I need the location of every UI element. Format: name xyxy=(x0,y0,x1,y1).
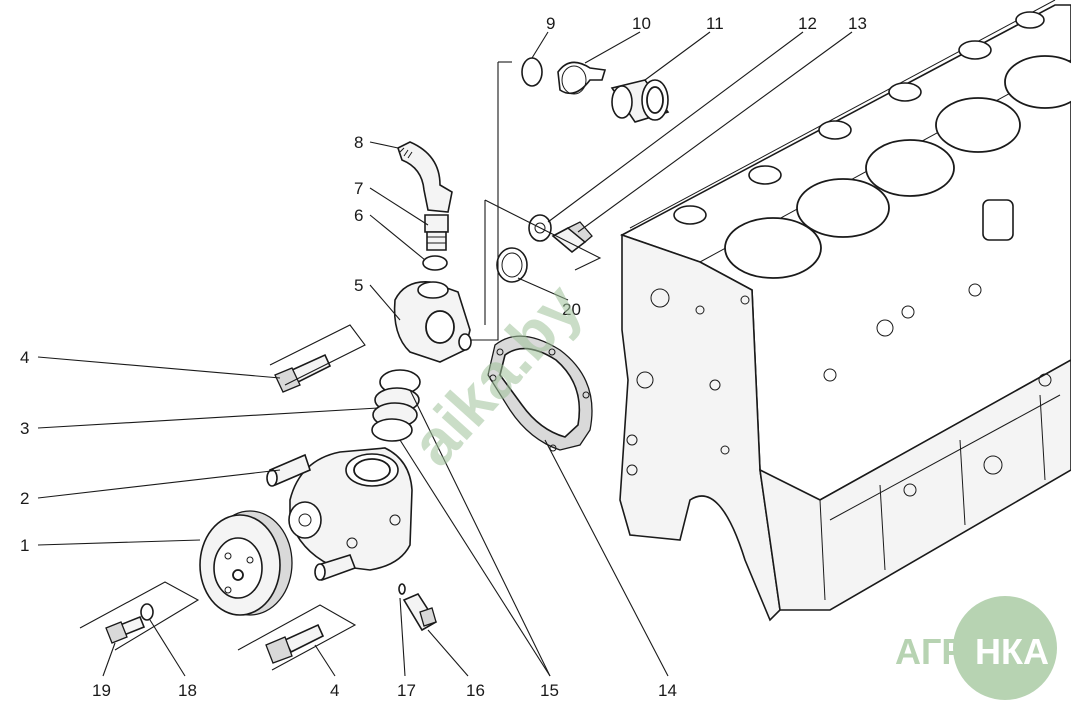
callout-3: 3 xyxy=(20,419,29,438)
callout-20: 20 xyxy=(562,300,581,319)
clamp-10 xyxy=(557,61,607,95)
pulley-1 xyxy=(199,510,293,616)
callout-17: 17 xyxy=(397,681,416,700)
callout-11: 11 xyxy=(706,14,724,33)
engine-block xyxy=(619,0,1071,622)
watermark-logo-right: НКА xyxy=(975,631,1049,672)
drain-cock-16 xyxy=(402,592,438,632)
o-ring-6 xyxy=(422,255,448,271)
callout-1: 1 xyxy=(20,536,29,555)
fitting-7 xyxy=(424,214,449,251)
callout-15: 15 xyxy=(540,681,559,700)
callout-12: 12 xyxy=(798,14,817,33)
callout-6: 6 xyxy=(354,206,363,225)
callout-8: 8 xyxy=(354,133,363,152)
watermark-logo: АГРО НКА xyxy=(895,596,1057,700)
gasket-14 xyxy=(487,335,593,452)
watermark-logo-left: АГРО xyxy=(895,631,993,672)
callout-labels: 1 2 3 4 4 5 6 7 8 9 10 11 12 13 14 15 16… xyxy=(20,14,867,700)
callout-7: 7 xyxy=(354,179,363,198)
callout-10: 10 xyxy=(632,14,651,33)
leader-lines xyxy=(37,31,853,677)
assembly-brackets xyxy=(79,61,602,671)
seal-17 xyxy=(398,583,406,595)
callout-5: 5 xyxy=(354,276,363,295)
bolt-19 xyxy=(105,615,146,644)
callout-2: 2 xyxy=(20,489,29,508)
watermark-logo-circle xyxy=(953,596,1057,700)
o-ring-9 xyxy=(521,57,543,87)
bent-pipe-8 xyxy=(397,141,453,213)
washer-18 xyxy=(140,603,154,621)
callout-19: 19 xyxy=(92,681,111,700)
seal-rings-3 xyxy=(371,369,421,442)
callout-4-upper: 4 xyxy=(20,348,29,367)
bolt-4-upper xyxy=(274,353,332,393)
callout-4-lower: 4 xyxy=(330,681,339,700)
callout-13: 13 xyxy=(848,14,867,33)
callout-9: 9 xyxy=(546,14,555,33)
sleeve-11 xyxy=(610,79,670,123)
callout-16: 16 xyxy=(466,681,485,700)
callout-14: 14 xyxy=(658,681,677,700)
outlet-elbow-5 xyxy=(393,281,472,363)
bolt-4-lower xyxy=(265,623,325,664)
water-pump-housing-2 xyxy=(266,447,413,582)
callout-18: 18 xyxy=(178,681,197,700)
